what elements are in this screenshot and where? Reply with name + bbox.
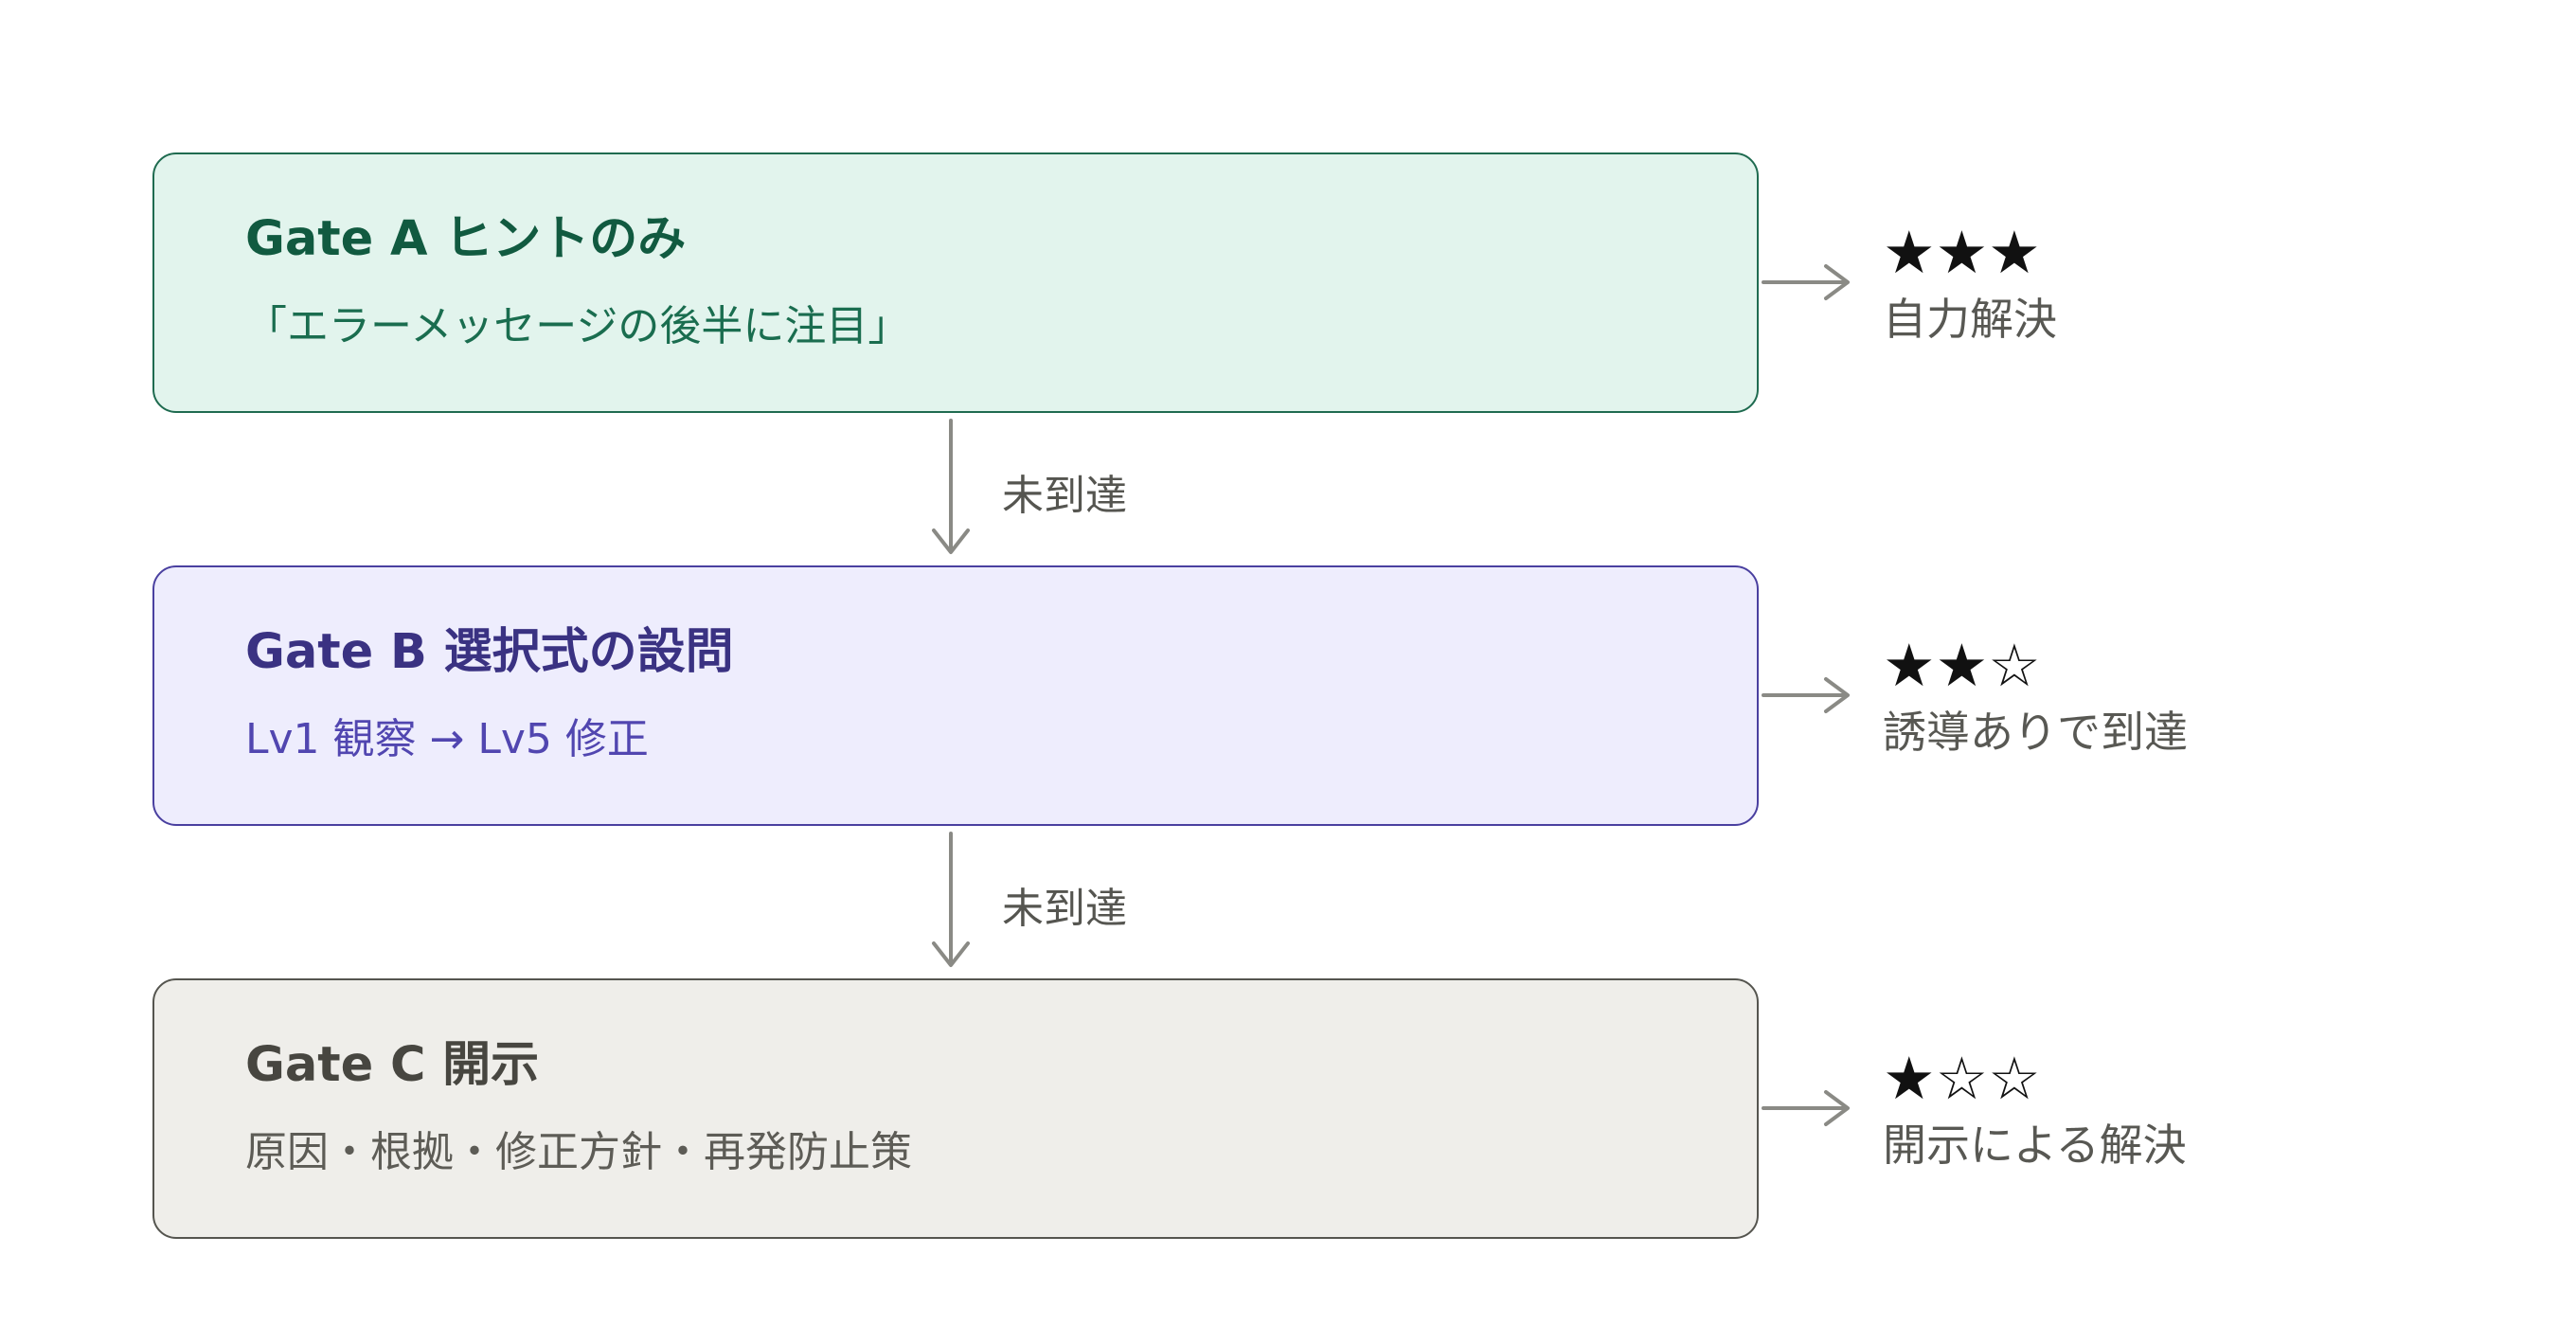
arrow-a-to-b: [932, 419, 970, 554]
gate-c-description: 原因・根拠・修正方針・再発防止策: [245, 1128, 912, 1176]
gate-b-box: Gate B 選択式の設問 Lv1 観察 → Lv5 修正: [152, 565, 1759, 826]
gate-c-result-label: 開示による解決: [1883, 1120, 2187, 1171]
gate-a-result-label: 自力解決: [1883, 294, 2057, 345]
gate-a-star-rating: ★★★: [1883, 218, 2041, 287]
arrow-gate-a-to-result: [1762, 264, 1850, 300]
gate-b-result-label: 誘導ありで到達: [1883, 707, 2188, 758]
connector-label-b-to-c: 未到達: [1002, 885, 1127, 933]
connector-label-a-to-b: 未到達: [1002, 472, 1127, 520]
gate-b-description: Lv1 観察 → Lv5 修正: [245, 715, 649, 763]
gate-b-result: ★★☆ 誘導ありで到達: [1883, 631, 2188, 758]
gate-c-result: ★☆☆ 開示による解決: [1883, 1044, 2187, 1171]
gate-a-description: 「エラーメッセージの後半に注目」: [245, 302, 910, 350]
arrow-b-to-c: [932, 832, 970, 967]
gate-c-star-rating: ★☆☆: [1883, 1044, 2041, 1113]
arrow-gate-b-to-result: [1762, 677, 1850, 713]
gate-a-title: Gate A ヒントのみ: [245, 211, 687, 267]
gate-a-result: ★★★ 自力解決: [1883, 218, 2057, 345]
gate-a-box: Gate A ヒントのみ 「エラーメッセージの後半に注目」: [152, 152, 1759, 413]
gate-b-title: Gate B 選択式の設問: [245, 624, 734, 680]
arrow-gate-c-to-result: [1762, 1090, 1850, 1126]
gate-b-star-rating: ★★☆: [1883, 631, 2041, 700]
gate-c-box: Gate C 開示 原因・根拠・修正方針・再発防止策: [152, 978, 1759, 1239]
gate-c-title: Gate C 開示: [245, 1037, 540, 1093]
